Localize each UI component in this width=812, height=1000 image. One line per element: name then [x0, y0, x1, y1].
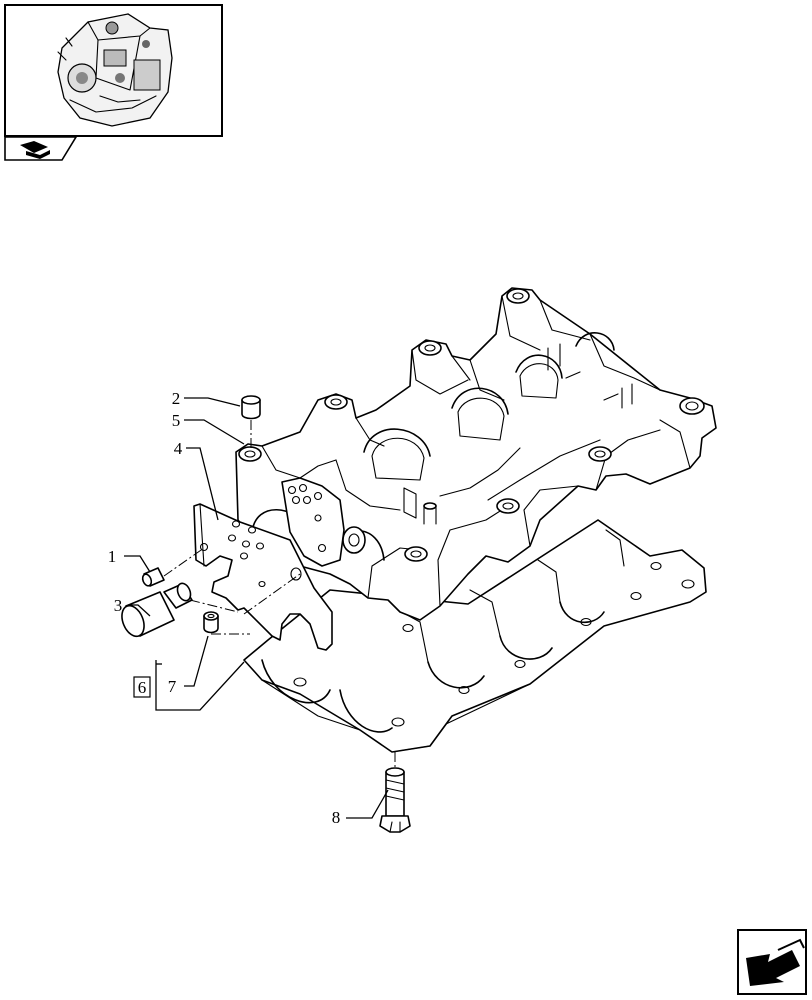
dowel-part-1: [141, 567, 165, 587]
callout-8: 8: [332, 808, 341, 827]
engine-thumbnail[interactable]: [4, 4, 223, 137]
plug-part-2: [241, 395, 261, 420]
callout-3: 3: [114, 596, 123, 615]
engine-icon: [57, 13, 173, 127]
assembly-axes: [163, 420, 396, 768]
next-page-arrow-icon[interactable]: [737, 929, 807, 995]
callout-6: 6: [138, 678, 147, 697]
callout-2: 2: [172, 389, 181, 408]
callout-1: 1: [108, 547, 117, 566]
callout-4: 4: [174, 439, 183, 458]
callout-6-box: [133, 676, 151, 698]
callout-7: 7: [168, 677, 177, 696]
pump-plate-part-4: [193, 503, 333, 651]
book-arrow-icon[interactable]: [4, 136, 78, 161]
callout-5: 5: [172, 411, 181, 430]
bushing-part-7: [203, 611, 219, 634]
callout-labels: 1 2 3 4 5 6 7 8: [108, 389, 341, 827]
lower-crankcase-frame: [235, 287, 717, 753]
pin-part-3: [121, 582, 193, 638]
bolt-part-8: [379, 767, 411, 833]
leader-lines: [124, 397, 389, 819]
